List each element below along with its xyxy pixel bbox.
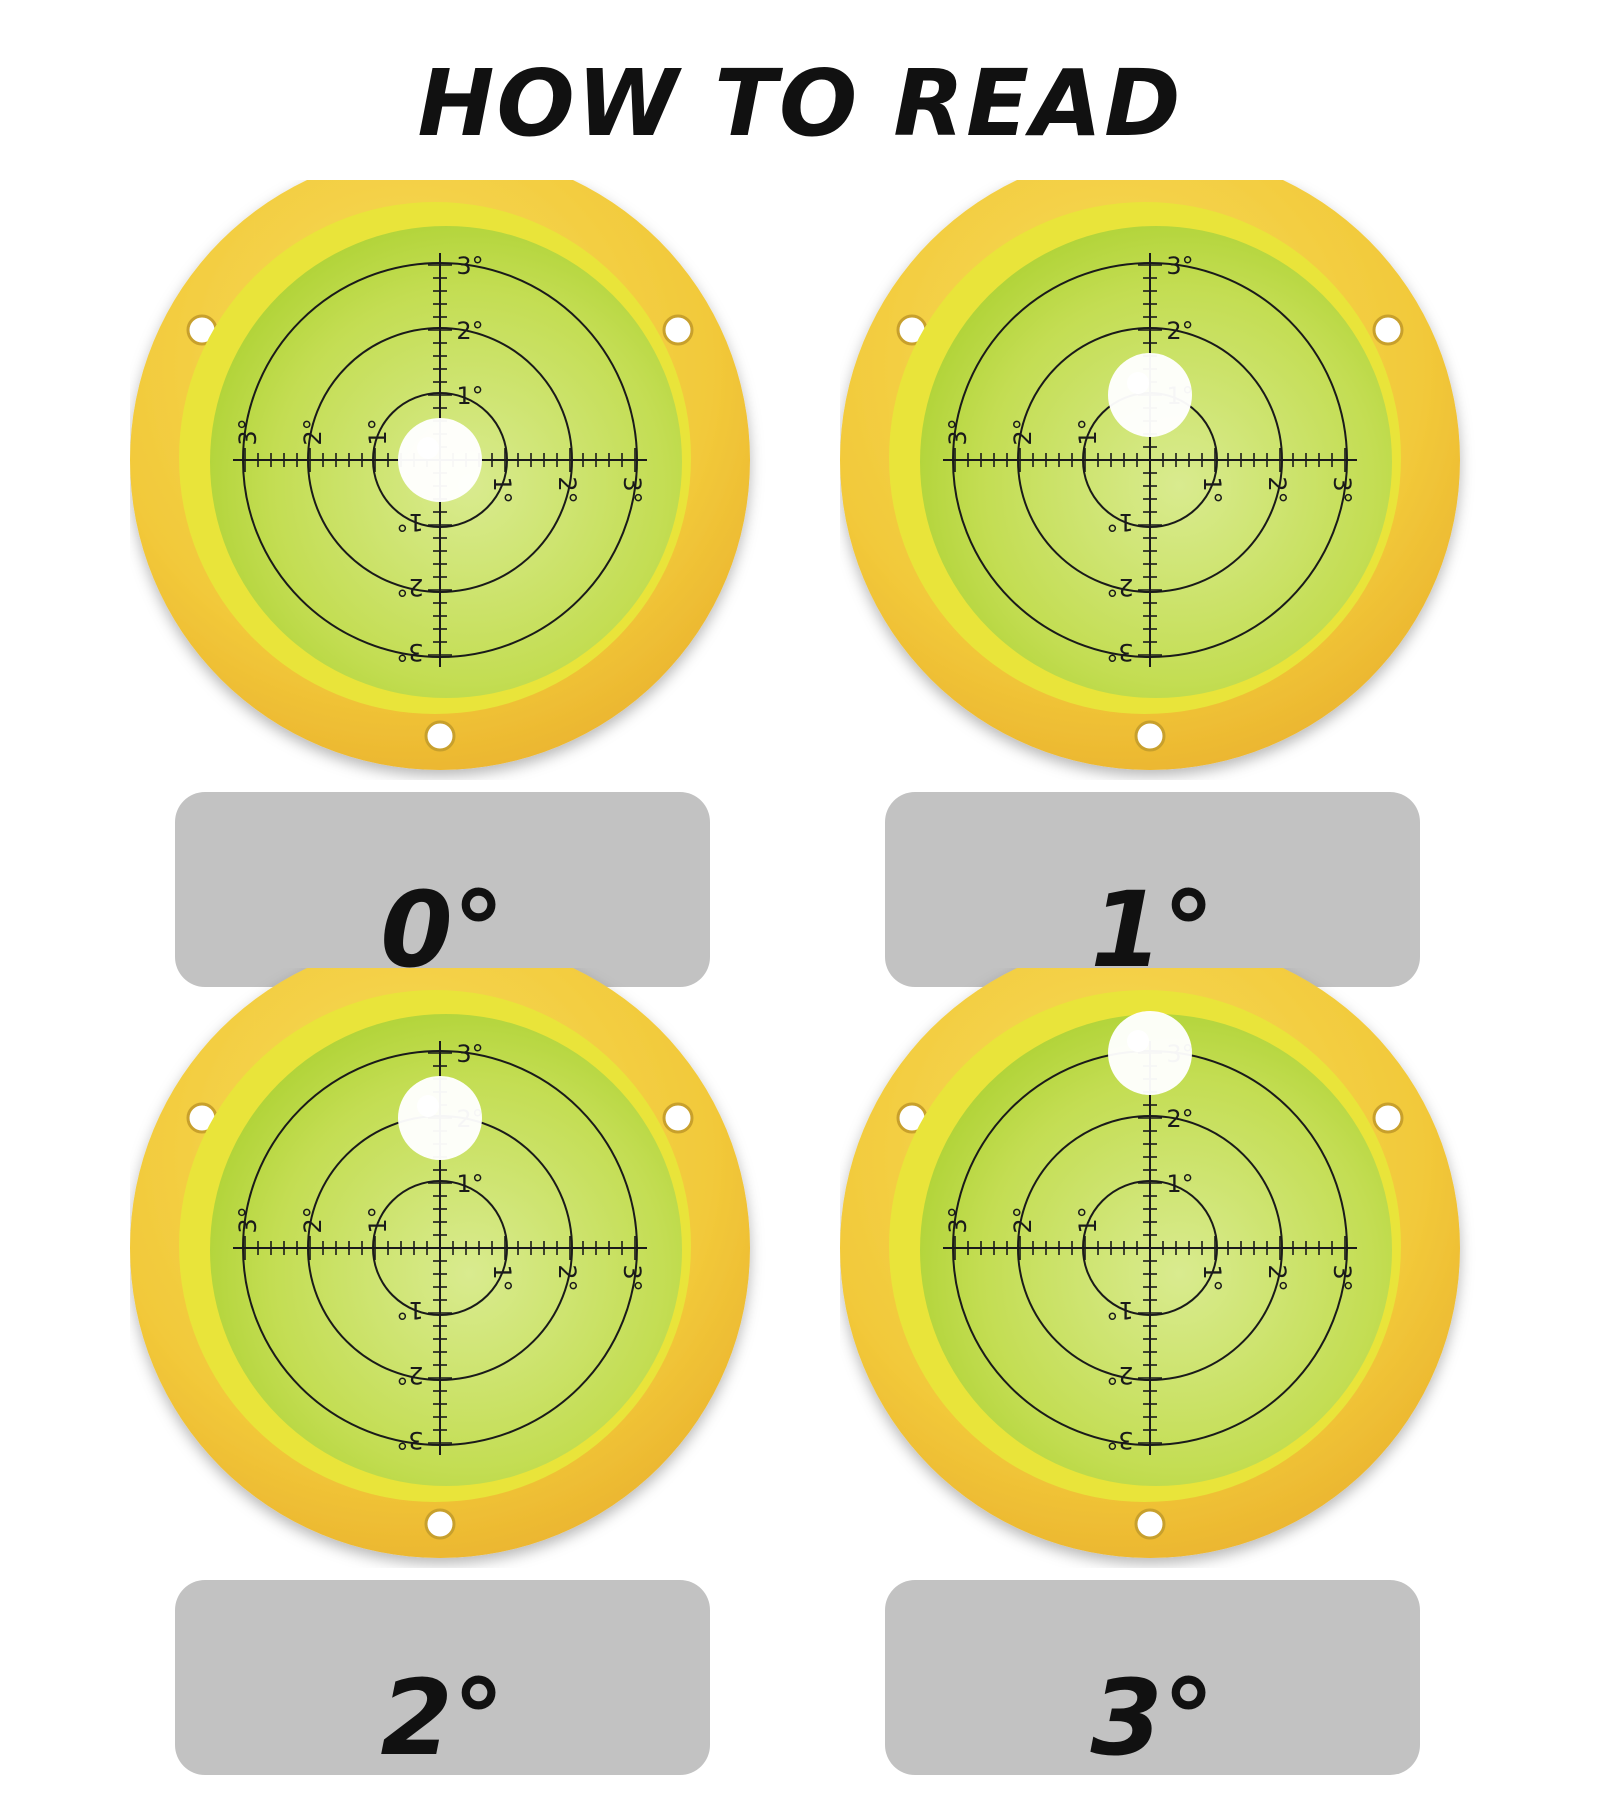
scale-label: 1° [488,476,516,503]
bubble [398,1076,482,1160]
scale-label: 3° [1106,638,1133,666]
bubble-highlight [417,437,439,459]
scale-label: 2° [299,418,327,445]
mounting-hole [424,1508,456,1540]
mounting-hole [1134,1508,1166,1540]
scale-label: 3° [618,476,646,503]
reading-plate: 2° [175,1580,710,1775]
scale-label: 2° [1106,1361,1133,1389]
level-panel-2: 2° 1°1°1°1°2°2°2°2°3°3°3°3° [130,968,790,1775]
scale-label: 1° [1074,418,1102,445]
page-title: HOW TO READ [417,50,1183,157]
reading-label: 2° [380,1657,505,1779]
scale-label: 3° [396,1426,423,1454]
scale-label: 3° [944,1206,972,1233]
scale-label: 1° [1074,1206,1102,1233]
bubble-level-2: 1°1°1°1°2°2°2°2°3°3°3°3° [130,968,750,1558]
scale-label: 1° [396,508,423,536]
scale-label: 1° [488,1264,516,1291]
reading-label: 1° [1090,869,1215,991]
bubble-level-3: 1°1°1°1°2°2°2°2°3°3°3°3° [840,968,1460,1558]
scale-label: 3° [234,418,262,445]
scale-label: 2° [1263,476,1291,503]
scale-label: 2° [299,1206,327,1233]
scale-label: 1° [1198,1264,1226,1291]
scale-label: 2° [1009,418,1037,445]
scale-label: 1° [1198,476,1226,503]
scale-label: 1° [364,418,392,445]
bubble-level-0: 1° 1° 1° 1° 2° 2° 2° 2° 3° 3° 3° 3° [130,180,750,770]
vial [920,226,1392,698]
bubble [1108,353,1192,437]
scale-label: 1° [1106,1296,1133,1324]
mounting-hole [1134,720,1166,752]
scale-label: 1° [396,1296,423,1324]
reading-label: 3° [1090,1657,1215,1779]
level-panel-1: 1° 1°1°1°1°2°2°2°2°3°3°3°3° [840,180,1500,987]
reading-plate: 0° [175,792,710,987]
scale-label: 2° [1009,1206,1037,1233]
scale-label: 2° [456,317,483,345]
scale-label: 1° [456,1170,483,1198]
mounting-hole [662,1102,694,1134]
scale-label: 3° [234,1206,262,1233]
scale-label: 2° [553,1264,581,1291]
scale-label: 2° [1166,1105,1193,1133]
reading-plate: 1° [885,792,1420,987]
bubble [398,418,482,502]
scale-label: 2° [1263,1264,1291,1291]
mounting-hole [1372,1102,1404,1134]
scale-label: 3° [456,1040,483,1068]
reading-plate: 3° [885,1580,1420,1775]
scale-label: 1° [364,1206,392,1233]
scale-label: 3° [1166,252,1193,280]
scale-label: 3° [456,252,483,280]
scale-label: 2° [1106,573,1133,601]
scale-label: 3° [1328,1264,1356,1291]
scale-label: 3° [944,418,972,445]
level-panel-3: 3° 1°1°1°1°2°2°2°2°3°3°3°3° [840,968,1500,1775]
scale-label: 3° [1106,1426,1133,1454]
bubble-highlight [1127,372,1149,394]
scale-label: 1° [1106,508,1133,536]
scale-label: 3° [618,1264,646,1291]
mounting-hole [662,314,694,346]
level-panel-0: 0° 1° 1° 1° 1° 2° 2° 2° 2° 3° 3° 3° 3° [130,180,790,987]
mounting-hole [1372,314,1404,346]
scale-label: 2° [553,476,581,503]
scale-label: 1° [1166,1170,1193,1198]
reading-label: 0° [380,869,505,991]
bubble-highlight [417,1095,439,1117]
vial [920,1014,1392,1486]
scale-label: 1° [456,382,483,410]
bubble-level-1: 1°1°1°1°2°2°2°2°3°3°3°3° [840,180,1460,770]
scale-label: 2° [396,1361,423,1389]
mounting-hole [424,720,456,752]
scale-label: 3° [396,638,423,666]
scale-label: 3° [1328,476,1356,503]
scale-label: 2° [1166,317,1193,345]
scale-label: 2° [396,573,423,601]
bubble [1108,1011,1192,1095]
bubble-highlight [1127,1030,1149,1052]
vial [210,1014,682,1486]
scale-ticks [954,264,1346,656]
